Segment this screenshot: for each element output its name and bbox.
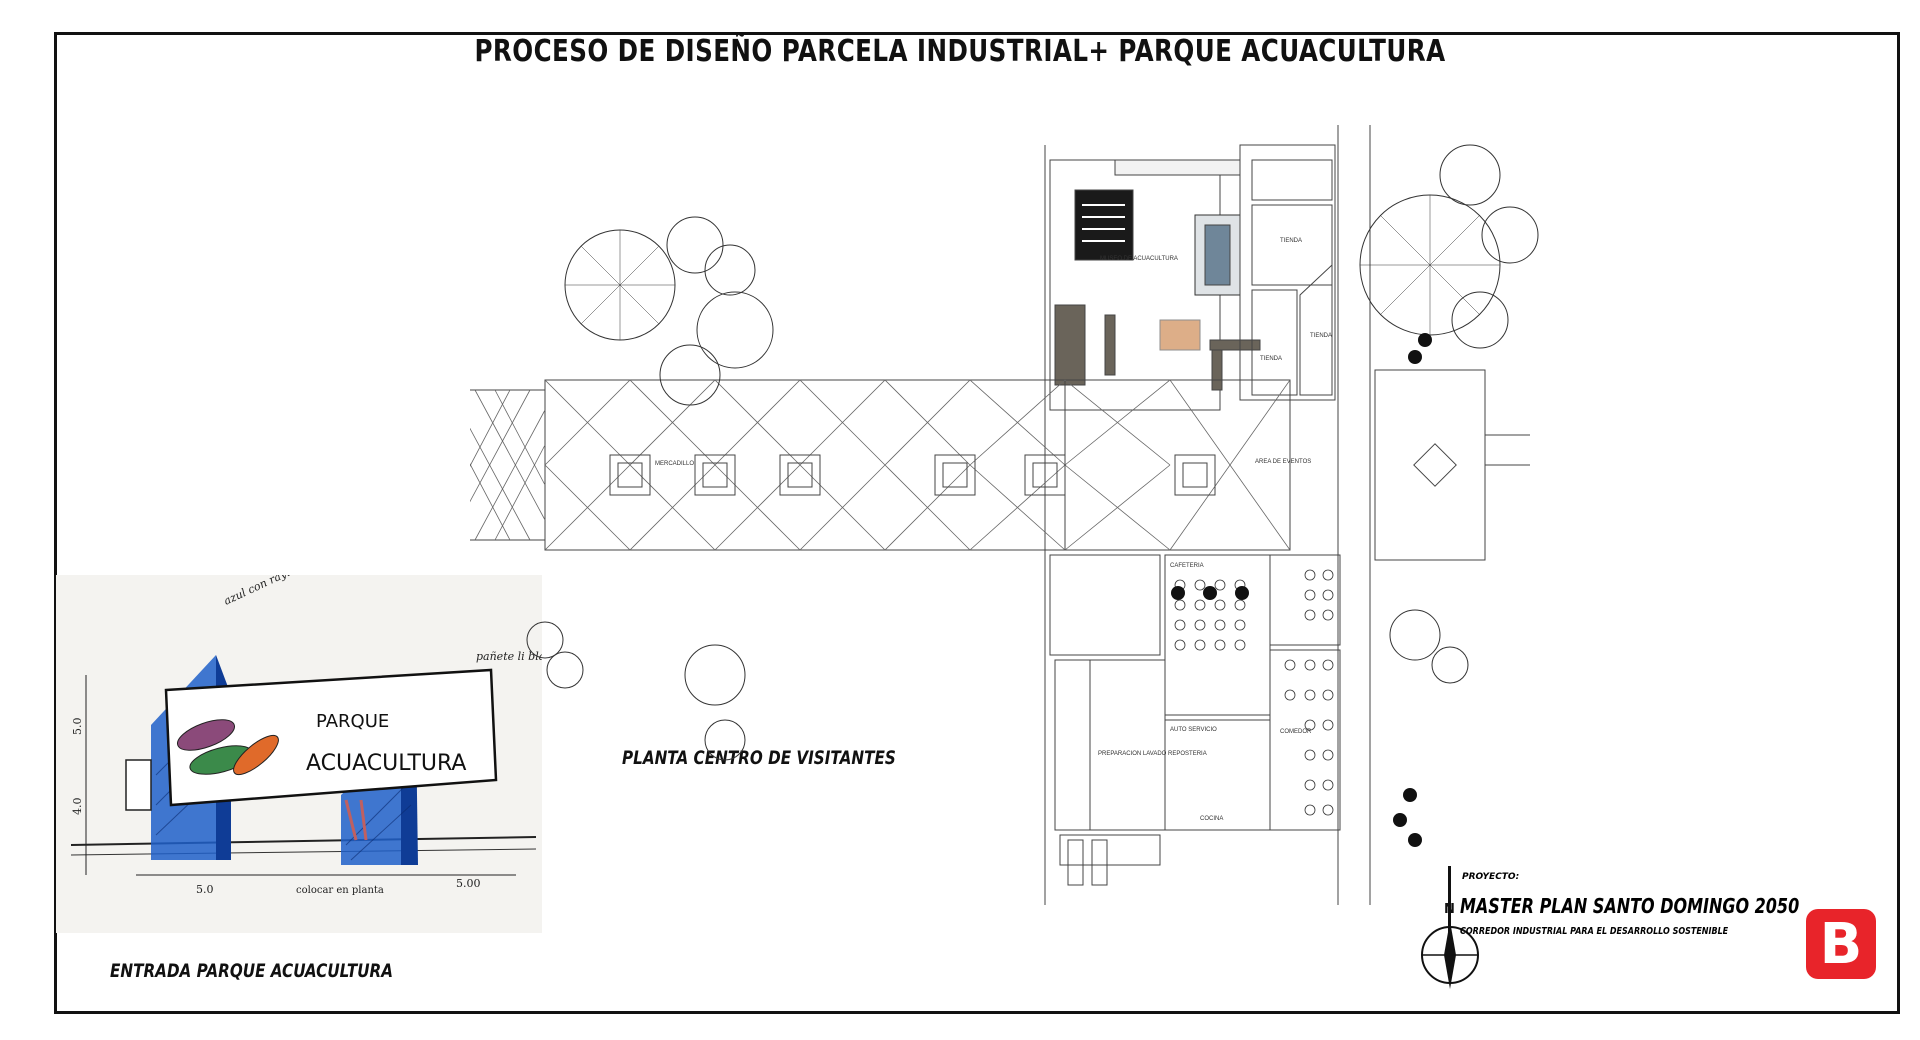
dim-left-1: 5.0 bbox=[71, 718, 84, 736]
dim-bottom-2: 5.00 bbox=[456, 877, 481, 890]
label-area-eventos: AREA DE EVENTOS bbox=[1255, 459, 1311, 465]
note-bottom: colocar en planta bbox=[296, 885, 384, 896]
restrooms-block bbox=[1049, 554, 1161, 656]
hatched-area bbox=[459, 389, 546, 541]
side-plaza bbox=[1374, 369, 1486, 561]
event-plaza bbox=[1064, 379, 1291, 551]
visitor-center-plan: MUSEO DE ACUACULTURA TIENDA TIENDA TIEND… bbox=[459, 105, 1630, 905]
tree-icon bbox=[684, 644, 746, 706]
fish-icon bbox=[177, 719, 235, 751]
label-cocina: COCINA bbox=[1200, 816, 1223, 822]
note-right: pañete li blanco bbox=[476, 650, 542, 663]
entrance-sketch: PARQUE ACUACULTURA azul con rayitas pañe… bbox=[56, 575, 542, 933]
dim-left-2: 4.0 bbox=[71, 798, 84, 816]
label-tienda-3: TIENDA bbox=[1260, 356, 1282, 362]
project-subtitle: CORREDOR INDUSTRIAL PARA EL DESARROLLO S… bbox=[1460, 926, 1729, 937]
cocina-block bbox=[1164, 719, 1271, 831]
dining-block bbox=[1269, 649, 1341, 831]
dim-bottom-1: 5.0 bbox=[196, 883, 214, 896]
label-auto-servicio: AUTO SERVICIO bbox=[1170, 727, 1217, 733]
plan-caption: PLANTA CENTRO DE VISITANTES bbox=[622, 747, 896, 769]
label-mercadillo: MERCADILLO bbox=[655, 461, 694, 467]
note-top: azul con rayitas bbox=[222, 575, 308, 608]
sketch-caption: ENTRADA PARQUE ACUACULTURA bbox=[110, 960, 394, 982]
label-museo: MUSEO DE ACUACULTURA bbox=[1100, 256, 1178, 262]
plan-drawing: MUSEO DE ACUACULTURA TIENDA TIENDA TIEND… bbox=[459, 125, 1539, 905]
cafeteria-block bbox=[1164, 554, 1271, 716]
shop-block bbox=[1239, 144, 1336, 401]
label-tienda-1: TIENDA bbox=[1280, 238, 1302, 244]
sign-text-1: PARQUE bbox=[316, 711, 389, 732]
kitchen-prep bbox=[1089, 659, 1166, 831]
label-preparacion: PREPARACION LAVADO REPOSTERIA bbox=[1098, 751, 1207, 757]
market-plaza bbox=[544, 379, 1066, 551]
divider bbox=[1448, 866, 1451, 966]
project-info: PROYECTO: MASTER PLAN SANTO DOMINGO 2050… bbox=[1448, 866, 1808, 976]
sign-text-2: ACUACULTURA bbox=[306, 751, 466, 776]
brand-logo: B bbox=[1806, 909, 1876, 979]
fish-icon bbox=[233, 734, 279, 776]
page-title: PROCESO DE DISEÑO PARCELA INDUSTRIAL+ PA… bbox=[474, 34, 1446, 69]
label-cafeteria: CAFETERIA bbox=[1170, 563, 1204, 569]
label-tienda-2: TIENDA bbox=[1310, 333, 1332, 339]
sketch-drawing: PARQUE ACUACULTURA azul con rayitas pañe… bbox=[70, 575, 542, 896]
label-comedor: COMEDOR bbox=[1280, 729, 1312, 735]
project-label: PROYECTO: bbox=[1462, 872, 1520, 882]
project-name: MASTER PLAN SANTO DOMINGO 2050 bbox=[1460, 894, 1800, 918]
